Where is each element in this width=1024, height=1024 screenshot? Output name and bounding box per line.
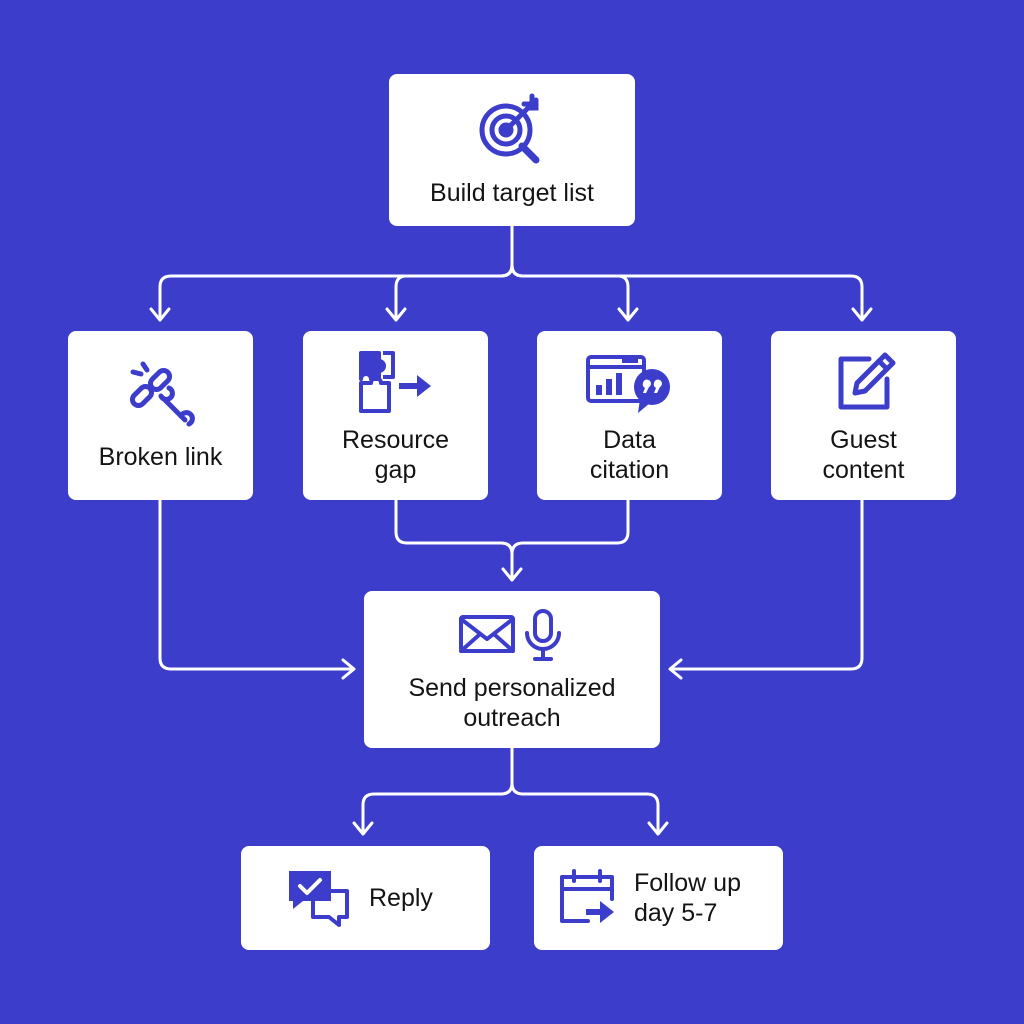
puzzle-arrow-icon bbox=[358, 350, 431, 413]
broken-link-wrench-icon bbox=[129, 361, 195, 426]
node-label: Send personalized outreach bbox=[408, 673, 616, 732]
arrowhead bbox=[647, 821, 669, 836]
edge-build-to-broken-link bbox=[158, 224, 514, 320]
node-label: Reply bbox=[369, 884, 433, 912]
chat-check-icon bbox=[289, 871, 349, 927]
arrowhead bbox=[668, 658, 683, 680]
arrowhead bbox=[385, 307, 407, 322]
node-broken-link: Broken link bbox=[68, 331, 253, 500]
arrowhead bbox=[341, 658, 356, 680]
edge-guest-content-to-outreach bbox=[670, 498, 864, 671]
edge-build-to-guest-content bbox=[510, 263, 864, 320]
edge-resource-gap-to-outreach bbox=[394, 498, 514, 580]
arrowhead bbox=[501, 567, 523, 582]
node-follow-up: Follow up day 5-7 bbox=[534, 846, 783, 950]
arrowhead bbox=[352, 821, 374, 836]
node-label: Resource gap bbox=[342, 425, 449, 484]
arrowhead bbox=[851, 307, 873, 322]
arrowhead bbox=[149, 307, 171, 322]
edge-outreach-to-follow-up bbox=[510, 781, 660, 834]
mail-microphone-icon bbox=[459, 608, 561, 661]
arrowhead bbox=[617, 307, 639, 322]
node-reply: Reply bbox=[241, 846, 490, 950]
target-search-icon bbox=[479, 93, 540, 164]
node-label: Data citation bbox=[589, 425, 670, 484]
node-send-outreach: Send personalized outreach bbox=[364, 591, 660, 748]
node-label: Follow up day 5-7 bbox=[634, 869, 741, 927]
edge-build-to-resource-gap bbox=[394, 263, 514, 320]
edge-outreach-to-reply bbox=[361, 746, 514, 834]
edge-data-citation-to-outreach bbox=[510, 498, 630, 556]
node-build-target-list: Build target list bbox=[389, 74, 635, 226]
node-data-citation: Data citation bbox=[537, 331, 722, 500]
calendar-arrow-icon bbox=[560, 869, 614, 923]
edge-broken-link-to-outreach bbox=[158, 498, 354, 671]
node-label: Build target list bbox=[430, 179, 594, 207]
node-guest-content: Guest content bbox=[771, 331, 956, 500]
edit-pencil-icon bbox=[838, 352, 895, 409]
edge-build-to-data-citation bbox=[510, 263, 630, 320]
node-label: Guest content bbox=[822, 425, 905, 484]
chart-quote-icon bbox=[585, 354, 670, 413]
node-label: Broken link bbox=[98, 442, 223, 471]
node-resource-gap: Resource gap bbox=[303, 331, 488, 500]
